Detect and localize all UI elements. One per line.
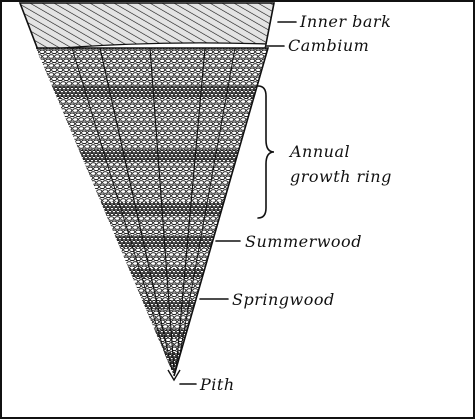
inner-bark-label: Inner bark xyxy=(299,12,391,31)
summerwood-label: Summerwood xyxy=(245,232,362,251)
cambium-label: Cambium xyxy=(288,36,369,55)
annual-growth-ring-label-line1: Annual xyxy=(288,142,350,161)
pith-label: Pith xyxy=(199,375,235,394)
annual-growth-ring-label-line2: growth ring xyxy=(290,167,392,186)
springwood-label: Springwood xyxy=(232,290,335,309)
